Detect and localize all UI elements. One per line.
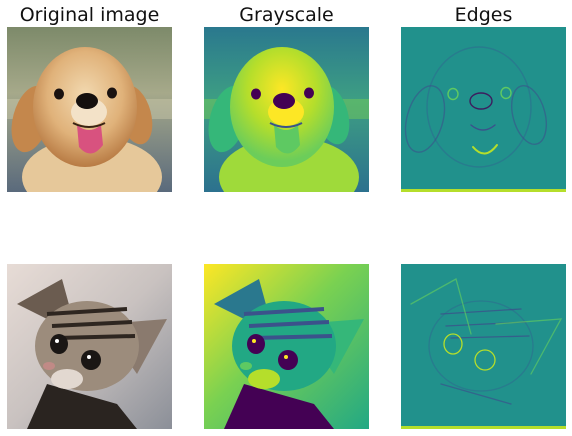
column-title-grayscale: Grayscale [239,4,334,26]
column-title-edges: Edges [454,4,513,26]
kitten-original-image [7,264,172,429]
kitten-grayscale-image [204,264,369,429]
kitten-edges-image [401,264,566,429]
column-title-original: Original image [19,4,160,26]
puppy-edges-image [401,27,566,192]
puppy-original-image [7,27,172,192]
puppy-grayscale-image [204,27,369,192]
